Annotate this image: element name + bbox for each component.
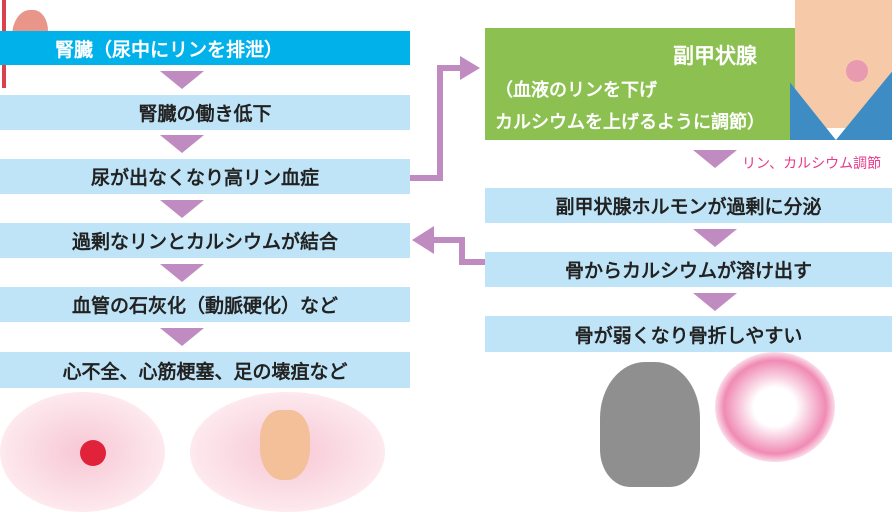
down-arrow-icon <box>160 328 204 346</box>
fracture-box: 骨が弱くなり骨折しやすい <box>485 316 892 352</box>
calcium-release-box: 骨からカルシウムが溶け出す <box>485 252 892 287</box>
parathyroid-desc-1: （血液のリンを下げ <box>495 80 657 101</box>
kidney-box: 腎臓（尿中にリンを排泄） <box>0 31 410 65</box>
kidney-decline-box: 腎臓の働き低下 <box>0 95 410 130</box>
broken-bone-illustration <box>715 352 835 462</box>
parathyroid-gland-icon <box>846 60 868 82</box>
left-arrow-icon <box>412 226 434 254</box>
connector-from-bone <box>430 237 485 265</box>
parathyroid-desc-2: カルシウムを上げるように調節） <box>495 112 765 133</box>
foot-icon <box>260 410 310 480</box>
phosphorus-calcium-box: 過剰なリンとカルシウムが結合 <box>0 223 410 258</box>
down-arrow-icon <box>160 71 204 89</box>
down-arrow-icon <box>160 264 204 282</box>
connector-to-parathyroid <box>410 65 462 181</box>
fall-elderly-illustration <box>600 362 700 487</box>
regulation-label: リン、カルシウム調節 <box>742 156 882 172</box>
down-arrow-icon <box>693 150 737 168</box>
calcification-box: 血管の石灰化（動脈硬化）など <box>0 287 410 322</box>
parathyroid-box: 副甲状腺 （血液のリンを下げ カルシウムを上げるように調節） <box>485 28 815 140</box>
down-arrow-icon <box>160 200 204 218</box>
heart-failure-box: 心不全、心筋梗塞、足の壊疽など <box>0 352 410 388</box>
down-arrow-icon <box>693 229 737 247</box>
hyperphosphatemia-box: 尿が出なくなり高リン血症 <box>0 159 410 194</box>
pth-secretion-box: 副甲状腺ホルモンが過剰に分泌 <box>485 188 892 223</box>
heart-icon <box>80 440 106 466</box>
parathyroid-title: 副甲状腺 <box>673 44 757 68</box>
down-arrow-icon <box>160 135 204 153</box>
connector-arrows <box>410 56 485 265</box>
down-arrow-icon <box>693 293 737 311</box>
right-arrow-icon <box>460 56 480 80</box>
